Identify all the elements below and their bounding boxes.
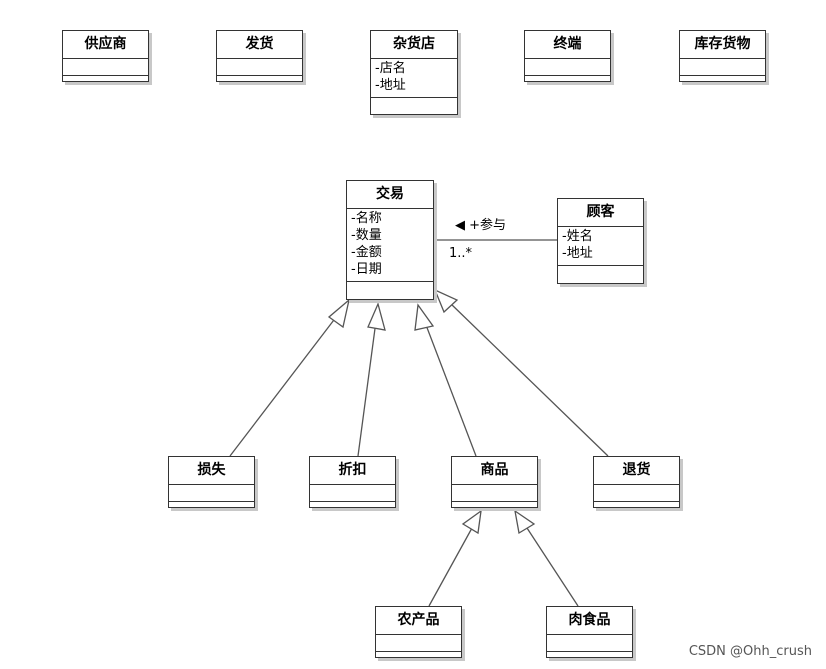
class-attributes: -姓名 -地址 (558, 227, 643, 266)
class-return[interactable]: 退货 (593, 456, 680, 508)
generalization-arrowhead (414, 303, 435, 331)
class-attributes (525, 59, 610, 76)
class-attributes (310, 485, 395, 502)
generalization-arrowhead (433, 288, 459, 314)
class-attributes: -店名 -地址 (371, 59, 457, 98)
association-label: ◀ +参与 (455, 218, 507, 233)
class-shipment[interactable]: 发货 (216, 30, 303, 82)
class-goods[interactable]: 商品 (451, 456, 538, 508)
attribute: -地址 (562, 246, 593, 261)
class-name: 供应商 (63, 31, 148, 59)
class-attributes (376, 635, 461, 652)
class-supplier[interactable]: 供应商 (62, 30, 149, 82)
association-multiplicity: 1..* (449, 246, 473, 261)
class-operations (371, 98, 457, 108)
attribute: -数量 (351, 228, 382, 243)
class-operations (347, 282, 433, 292)
class-operations (169, 502, 254, 512)
class-name: 肉食品 (547, 607, 632, 635)
generalization-arrowhead (367, 302, 386, 331)
generalization-line-discount (357, 320, 377, 457)
class-discount[interactable]: 折扣 (309, 456, 396, 508)
class-produce[interactable]: 农产品 (375, 606, 462, 658)
attribute: -姓名 (562, 229, 593, 244)
generalization-line-goods (425, 324, 477, 457)
class-loss[interactable]: 损失 (168, 456, 255, 508)
class-attributes (680, 59, 765, 76)
class-attributes (594, 485, 679, 502)
class-name: 折扣 (310, 457, 395, 485)
class-operations (558, 266, 643, 276)
class-grocery-store[interactable]: 杂货店 -店名 -地址 (370, 30, 458, 115)
generalization-line-loss (229, 311, 341, 457)
class-name: 损失 (169, 457, 254, 485)
attribute: -日期 (351, 262, 382, 277)
class-operations (547, 652, 632, 662)
class-transaction[interactable]: 交易 -名称 -数量 -金额 -日期 (346, 180, 434, 300)
class-customer[interactable]: 顾客 -姓名 -地址 (557, 198, 644, 284)
generalization-arrowhead (461, 509, 482, 535)
attribute: -金额 (351, 245, 382, 260)
class-name: 库存货物 (680, 31, 765, 59)
class-meat[interactable]: 肉食品 (546, 606, 633, 658)
class-name: 发货 (217, 31, 302, 59)
class-name: 退货 (594, 457, 679, 485)
class-attributes (452, 485, 537, 502)
generalization-line-return (449, 302, 609, 457)
class-attributes (217, 59, 302, 76)
generalization-line-produce (428, 527, 473, 607)
class-attributes (169, 485, 254, 502)
class-name: 杂货店 (371, 31, 457, 59)
class-operations (452, 502, 537, 512)
class-name: 商品 (452, 457, 537, 485)
class-terminal[interactable]: 终端 (524, 30, 611, 82)
generalization-line-meat (526, 527, 579, 607)
class-name: 农产品 (376, 607, 461, 635)
class-operations (525, 76, 610, 86)
attribute: -名称 (351, 211, 382, 226)
class-operations (680, 76, 765, 86)
generalization-arrowhead (514, 509, 536, 535)
class-inventory[interactable]: 库存货物 (679, 30, 766, 82)
class-attributes (63, 59, 148, 76)
class-operations (217, 76, 302, 86)
class-operations (376, 652, 461, 662)
watermark: CSDN @Ohh_crush (688, 644, 812, 659)
class-attributes: -名称 -数量 -金额 -日期 (347, 209, 433, 282)
class-operations (310, 502, 395, 512)
attribute: -地址 (375, 78, 406, 93)
class-name: 终端 (525, 31, 610, 59)
class-operations (63, 76, 148, 86)
attribute: -店名 (375, 61, 406, 76)
class-attributes (547, 635, 632, 652)
class-name: 顾客 (558, 199, 643, 227)
generalization-arrowhead (327, 298, 351, 329)
class-operations (594, 502, 679, 512)
class-name: 交易 (347, 181, 433, 209)
